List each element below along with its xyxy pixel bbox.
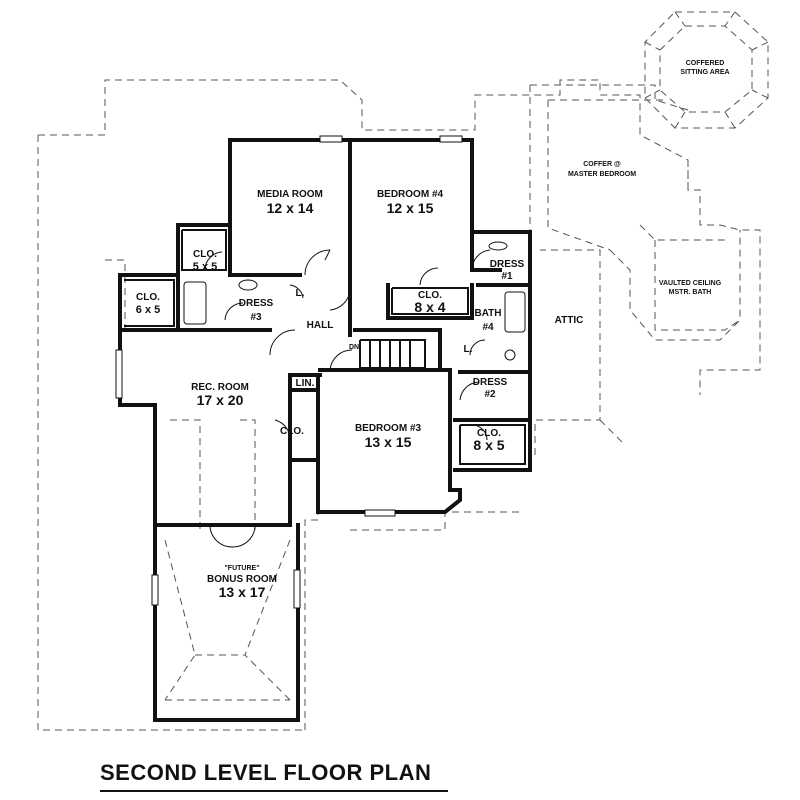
rec-room-label: REC. ROOM — [191, 382, 249, 393]
coffer-master-label-2: MASTER BEDROOM — [568, 171, 636, 178]
dress1-number: #1 — [501, 271, 513, 282]
doors — [204, 249, 491, 548]
clo-5x5-label: CLO. — [193, 249, 217, 260]
sink-icon — [488, 241, 508, 251]
bathtub-icon — [183, 281, 207, 325]
dress2-number: #2 — [484, 389, 496, 400]
dress2-label: DRESS — [473, 377, 508, 388]
room-labels: MEDIA ROOM 12 x 14 BEDROOM #4 12 x 15 CL… — [136, 60, 730, 600]
vaulted-label-2: MSTR. BATH — [669, 289, 712, 296]
clo-5x5-size: 5 x 5 — [193, 261, 217, 273]
bedroom3-size: 13 x 15 — [365, 434, 412, 450]
bedroom4-size: 12 x 15 — [387, 200, 434, 216]
coffered-label-2: SITTING AREA — [680, 69, 729, 76]
bedroom4-label: BEDROOM #4 — [377, 189, 444, 200]
clo-8x5-size: 8 x 5 — [473, 437, 504, 453]
clo-8x4-label: CLO. — [418, 290, 442, 301]
linen-top-label: L. — [296, 288, 305, 299]
stairs-label: DN — [349, 344, 359, 351]
attic-label: ATTIC — [555, 315, 584, 326]
clo-8x4-size: 8 x 4 — [414, 299, 445, 315]
coffer-master-label-1: COFFER @ — [583, 161, 621, 168]
rec-room-size: 17 x 20 — [197, 392, 244, 408]
title-underline — [100, 790, 448, 792]
linen-right-label: L. — [464, 344, 473, 355]
clo-6x5-label: CLO. — [136, 292, 160, 303]
bath4-number: #4 — [482, 322, 494, 333]
roof-outline — [37, 11, 769, 731]
clo-small-label: CLO. — [280, 426, 304, 437]
plan-title: SECOND LEVEL FLOOR PLAN — [100, 760, 432, 785]
clo-6x5-size: 6 x 5 — [136, 304, 160, 316]
sink-icon — [238, 279, 258, 291]
bonus-room-note: "FUTURE" — [224, 565, 259, 572]
bedroom3-label: BEDROOM #3 — [355, 423, 422, 434]
walls — [118, 138, 532, 722]
toilet-icon — [504, 349, 516, 361]
bathtub-icon — [504, 291, 526, 333]
lin-label: LIN. — [296, 378, 315, 389]
dress3-label: DRESS — [239, 298, 274, 309]
vaulted-label-1: VAULTED CEILING — [659, 280, 722, 287]
hall-label: HALL — [307, 320, 334, 331]
dress1-label: DRESS — [490, 259, 525, 270]
coffered-label-1: COFFERED — [686, 60, 725, 67]
media-room-size: 12 x 14 — [267, 200, 314, 216]
clo-8x5-label: CLO. — [477, 428, 501, 439]
media-room-label: MEDIA ROOM — [257, 189, 323, 200]
windows — [115, 135, 463, 609]
bonus-room-label: BONUS ROOM — [207, 574, 277, 585]
dress3-number: #3 — [250, 312, 262, 323]
bonus-room-size: 13 x 17 — [219, 584, 266, 600]
bath4-label: BATH — [474, 308, 501, 319]
